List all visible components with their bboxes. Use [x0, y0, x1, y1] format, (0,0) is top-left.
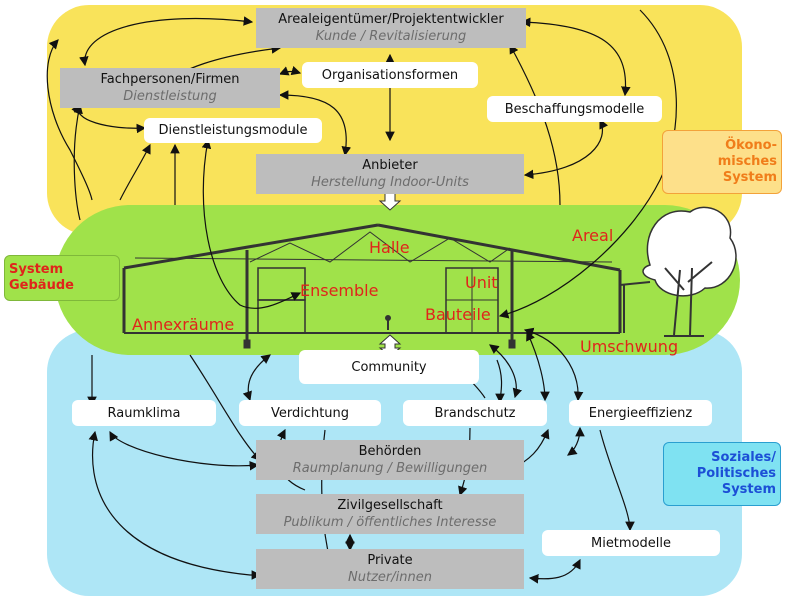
node-mietmodelle-label: Mietmodelle [590, 535, 671, 551]
label-unit: Unit [465, 273, 498, 292]
label-halle: Halle [369, 238, 410, 257]
node-raumklima: Raumklima [72, 400, 216, 426]
node-fachpersonen-label: Fachpersonen/Firmen [100, 72, 240, 87]
label-areal: Areal [572, 226, 614, 245]
tree-illustration [642, 206, 737, 337]
node-dienstleistungsmodule-label: Dienstleistungsmodule [158, 123, 308, 138]
node-beschaffungsmodelle-label: Beschaffungsmodelle [504, 101, 645, 117]
label-annexraeume: Annexräume [132, 315, 235, 334]
node-anbieter-sub: Herstellung Indoor-Units [311, 175, 469, 190]
node-areal-owner-sub: Kunde / Revitalisierung [315, 29, 467, 44]
node-beschaffungsmodelle: Beschaffungsmodelle [487, 96, 662, 122]
node-energieeffizienz-label: Energieeffizienz [588, 405, 693, 421]
node-organisationsformen: Organisationsformen [302, 62, 478, 88]
node-behoerden-sub: Raumplanung / Bewilligungen [292, 461, 488, 476]
node-private-label: Private [367, 553, 413, 568]
node-mietmodelle: Mietmodelle [542, 530, 720, 556]
node-behoerden-label: Behörden [358, 444, 422, 459]
label-umschwung: Umschwung [580, 337, 679, 356]
node-behoerden: Behörden Raumplanung / Bewilligungen [256, 440, 524, 480]
node-fachpersonen-sub: Dienstleistung [123, 89, 217, 104]
label-bauteile: Bauteile [425, 305, 491, 324]
node-brandschutz: Brandschutz [403, 400, 547, 426]
system-label-gebaeude: System Gebäude [4, 255, 120, 301]
node-anbieter: Anbieter Herstellung Indoor-Units [256, 154, 524, 194]
node-organisationsformen-label: Organisationsformen [321, 67, 459, 83]
node-verdichtung-label: Verdichtung [270, 405, 350, 421]
system-label-oekonomisch: Ökono- misches System [662, 130, 782, 194]
node-private: Private Nutzer/innen [256, 549, 524, 589]
node-community-label: Community [351, 359, 427, 375]
node-dienstleistungsmodule: Dienstleistungsmodule [144, 118, 322, 143]
node-zivilgesellschaft-sub: Publikum / öffentliches Interesse [283, 515, 497, 530]
node-energieeffizienz: Energieeffizienz [569, 400, 712, 426]
system-label-sozial: Soziales/ Politisches System [663, 442, 781, 506]
node-brandschutz-label: Brandschutz [434, 405, 516, 421]
node-community: Community [299, 350, 479, 384]
flow-block-arrows [378, 192, 402, 357]
node-raumklima-label: Raumklima [107, 405, 181, 421]
node-private-sub: Nutzer/innen [348, 570, 432, 585]
node-anbieter-label: Anbieter [362, 158, 418, 173]
node-zivilgesellschaft-label: Zivilgesellschaft [337, 498, 443, 513]
node-zivilgesellschaft: Zivilgesellschaft Publikum / öffentliche… [256, 494, 524, 534]
node-areal-owner: Arealeigentümer/Projektentwickler Kunde … [256, 8, 526, 48]
label-ensemble: Ensemble [300, 281, 379, 300]
node-verdichtung: Verdichtung [239, 400, 381, 426]
node-areal-owner-label: Arealeigentümer/Projektentwickler [278, 12, 504, 27]
node-fachpersonen: Fachpersonen/Firmen Dienstleistung [60, 68, 280, 108]
